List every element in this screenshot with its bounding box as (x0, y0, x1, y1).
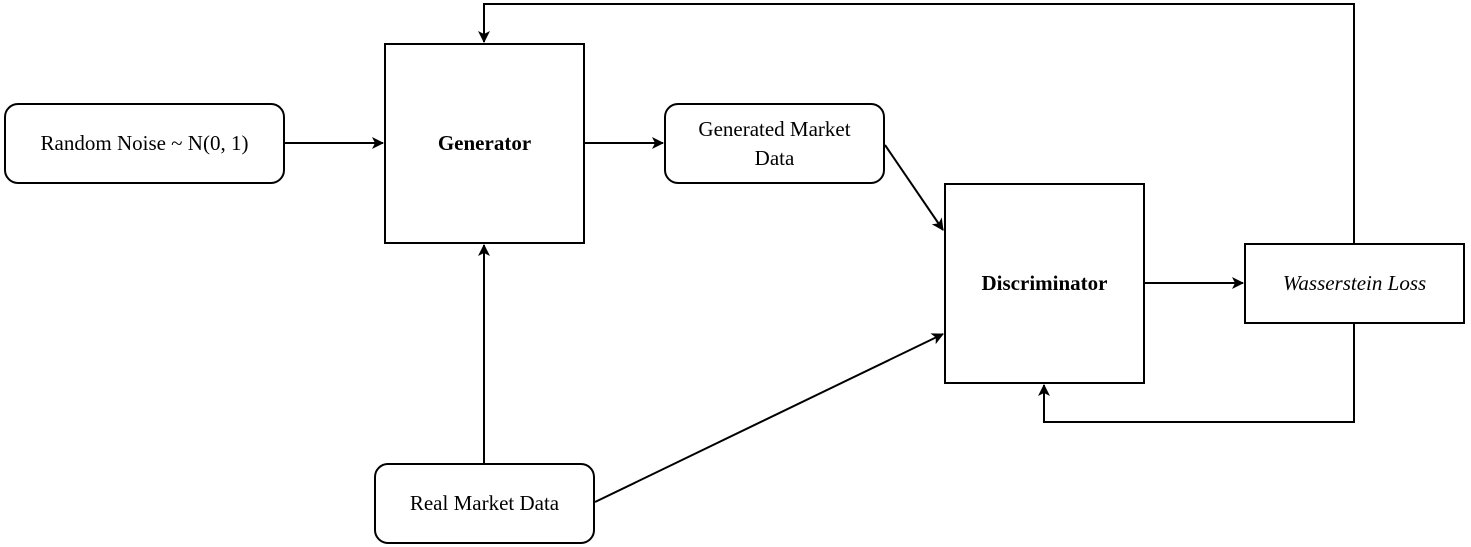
generated-market-data-label: Generated Market Data (698, 117, 851, 170)
generator-node: Generator (384, 43, 585, 244)
arrow-loss-to-discriminator-feedback (1038, 324, 1355, 423)
wasserstein-loss-label: Wasserstein Loss (1282, 271, 1427, 296)
generated-market-data-node: Generated Market Data (664, 103, 885, 184)
wasserstein-loss-node: Wasserstein Loss (1244, 243, 1465, 324)
real-market-data-label: Real Market Data (409, 491, 560, 516)
discriminator-label: Discriminator (981, 271, 1108, 296)
real-market-data-node: Real Market Data (374, 463, 595, 544)
discriminator-node: Discriminator (944, 183, 1145, 384)
arrow-real-to-discriminator (594, 333, 944, 503)
generator-label: Generator (437, 131, 532, 156)
arrow-loss-to-generator-feedback (478, 3, 1355, 243)
arrow-generated-to-discriminator (884, 144, 944, 231)
random-noise-label: Random Noise ~ N(0, 1) (40, 131, 249, 156)
random-noise-node: Random Noise ~ N(0, 1) (4, 103, 285, 184)
